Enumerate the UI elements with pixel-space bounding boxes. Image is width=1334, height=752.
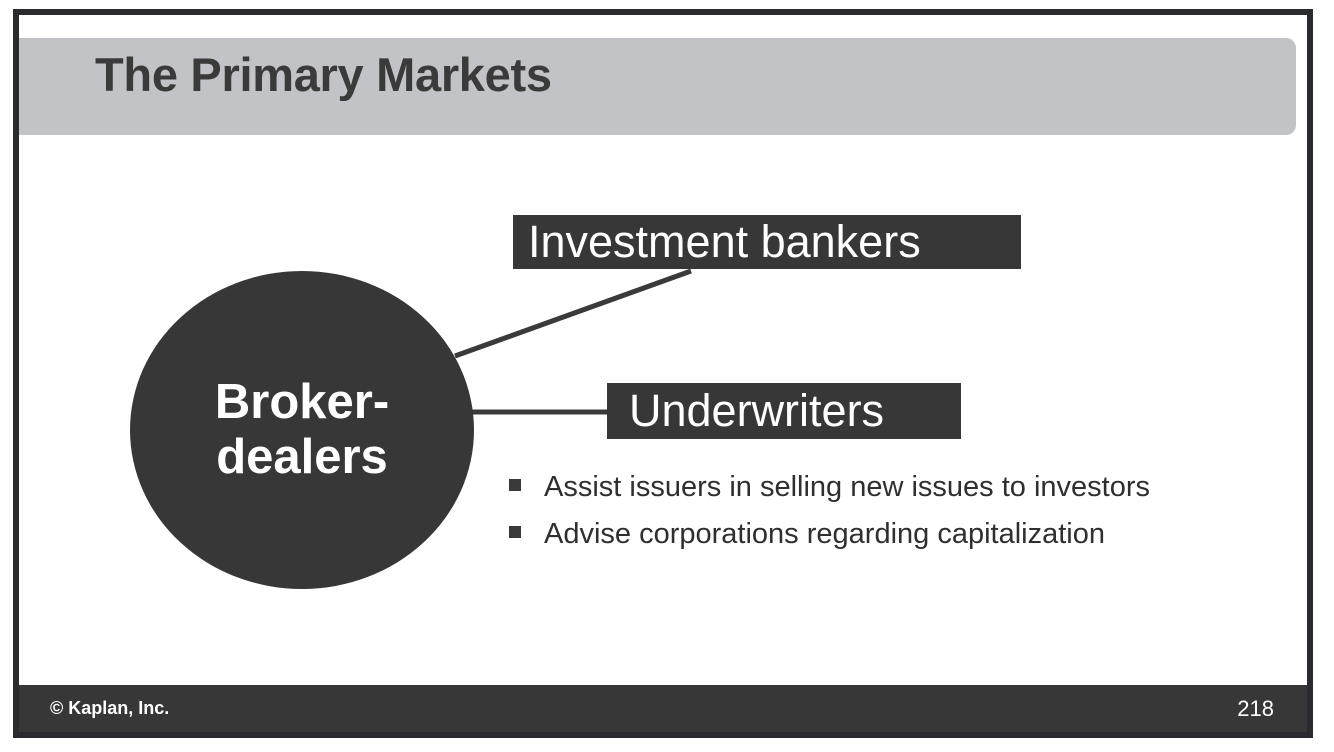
connector-investment-bankers [454,268,692,359]
page-number: 218 [1237,695,1274,721]
title-band [19,38,1296,135]
list-item: Assist issuers in selling new issues to … [509,470,1249,505]
broker-dealers-label-line-1: Broker- [214,374,390,429]
square-bullet-icon [509,525,521,538]
list-item: Advise corporations regarding capitaliza… [509,517,1249,552]
square-bullet-icon [509,479,521,491]
list-item-label: Assist issuers in selling new issues to … [544,471,1151,503]
slide-frame: The Primary Markets Broker- dealers Inve… [13,9,1313,738]
label-underwriters: Underwriters [607,383,961,439]
list-item-label: Advise corporations regarding capitaliza… [544,517,1105,550]
slide-footer: © Kaplan, Inc. 218 [19,685,1307,732]
broker-dealers-label-line-2: dealers [216,430,388,484]
underwriters-bullet-list: Assist issuers in selling new issues to … [509,470,1249,564]
page-title: The Primary Markets [95,48,552,101]
slide-canvas: The Primary Markets Broker- dealers Inve… [19,15,1307,732]
copyright-text: © Kaplan, Inc. [50,698,170,718]
label-investment-bankers: Investment bankers [513,215,1021,269]
broker-dealers-node: Broker- dealers [130,271,474,589]
